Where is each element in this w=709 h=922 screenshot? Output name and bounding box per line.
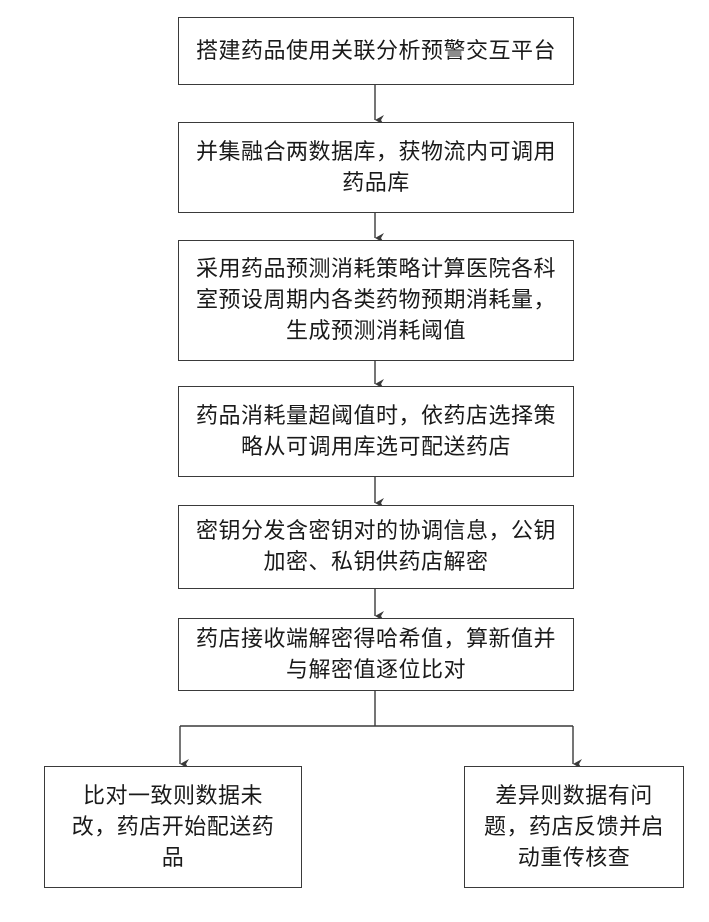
step-3-box: 采用药品预测消耗策略计算医院各科室预设周期内各类药物预期消耗量，生成预测消耗阈值 (178, 240, 574, 361)
step-6-box: 药店接收端解密得哈希值，算新值并与解密值逐位比对 (178, 618, 574, 691)
outcome-left-text: 比对一致则数据未改，药店开始配送药品 (61, 781, 285, 874)
step-4-box: 药品消耗量超阈值时，依药店选择策略从可调用库选可配送药店 (178, 386, 574, 477)
step-4-text: 药品消耗量超阈值时，依药店选择策略从可调用库选可配送药店 (189, 401, 563, 463)
step-1-box: 搭建药品使用关联分析预警交互平台 (178, 17, 574, 85)
step-2-text: 并集融合两数据库，获物流内可调用药品库 (189, 137, 563, 199)
outcome-right-box: 差异则数据有问题，药店反馈并启动重传核查 (464, 766, 684, 888)
step-5-text: 密钥分发含密钥对的协调信息，公钥加密、私钥供药店解密 (189, 516, 563, 578)
step-6-text: 药店接收端解密得哈希值，算新值并与解密值逐位比对 (189, 624, 563, 686)
outcome-left-box: 比对一致则数据未改，药店开始配送药品 (44, 766, 302, 888)
step-5-box: 密钥分发含密钥对的协调信息，公钥加密、私钥供药店解密 (178, 505, 574, 589)
step-3-text: 采用药品预测消耗策略计算医院各科室预设周期内各类药物预期消耗量，生成预测消耗阈值 (189, 254, 563, 347)
outcome-right-text: 差异则数据有问题，药店反馈并启动重传核查 (483, 781, 665, 874)
step-2-box: 并集融合两数据库，获物流内可调用药品库 (178, 122, 574, 213)
step-1-text: 搭建药品使用关联分析预警交互平台 (196, 36, 556, 67)
